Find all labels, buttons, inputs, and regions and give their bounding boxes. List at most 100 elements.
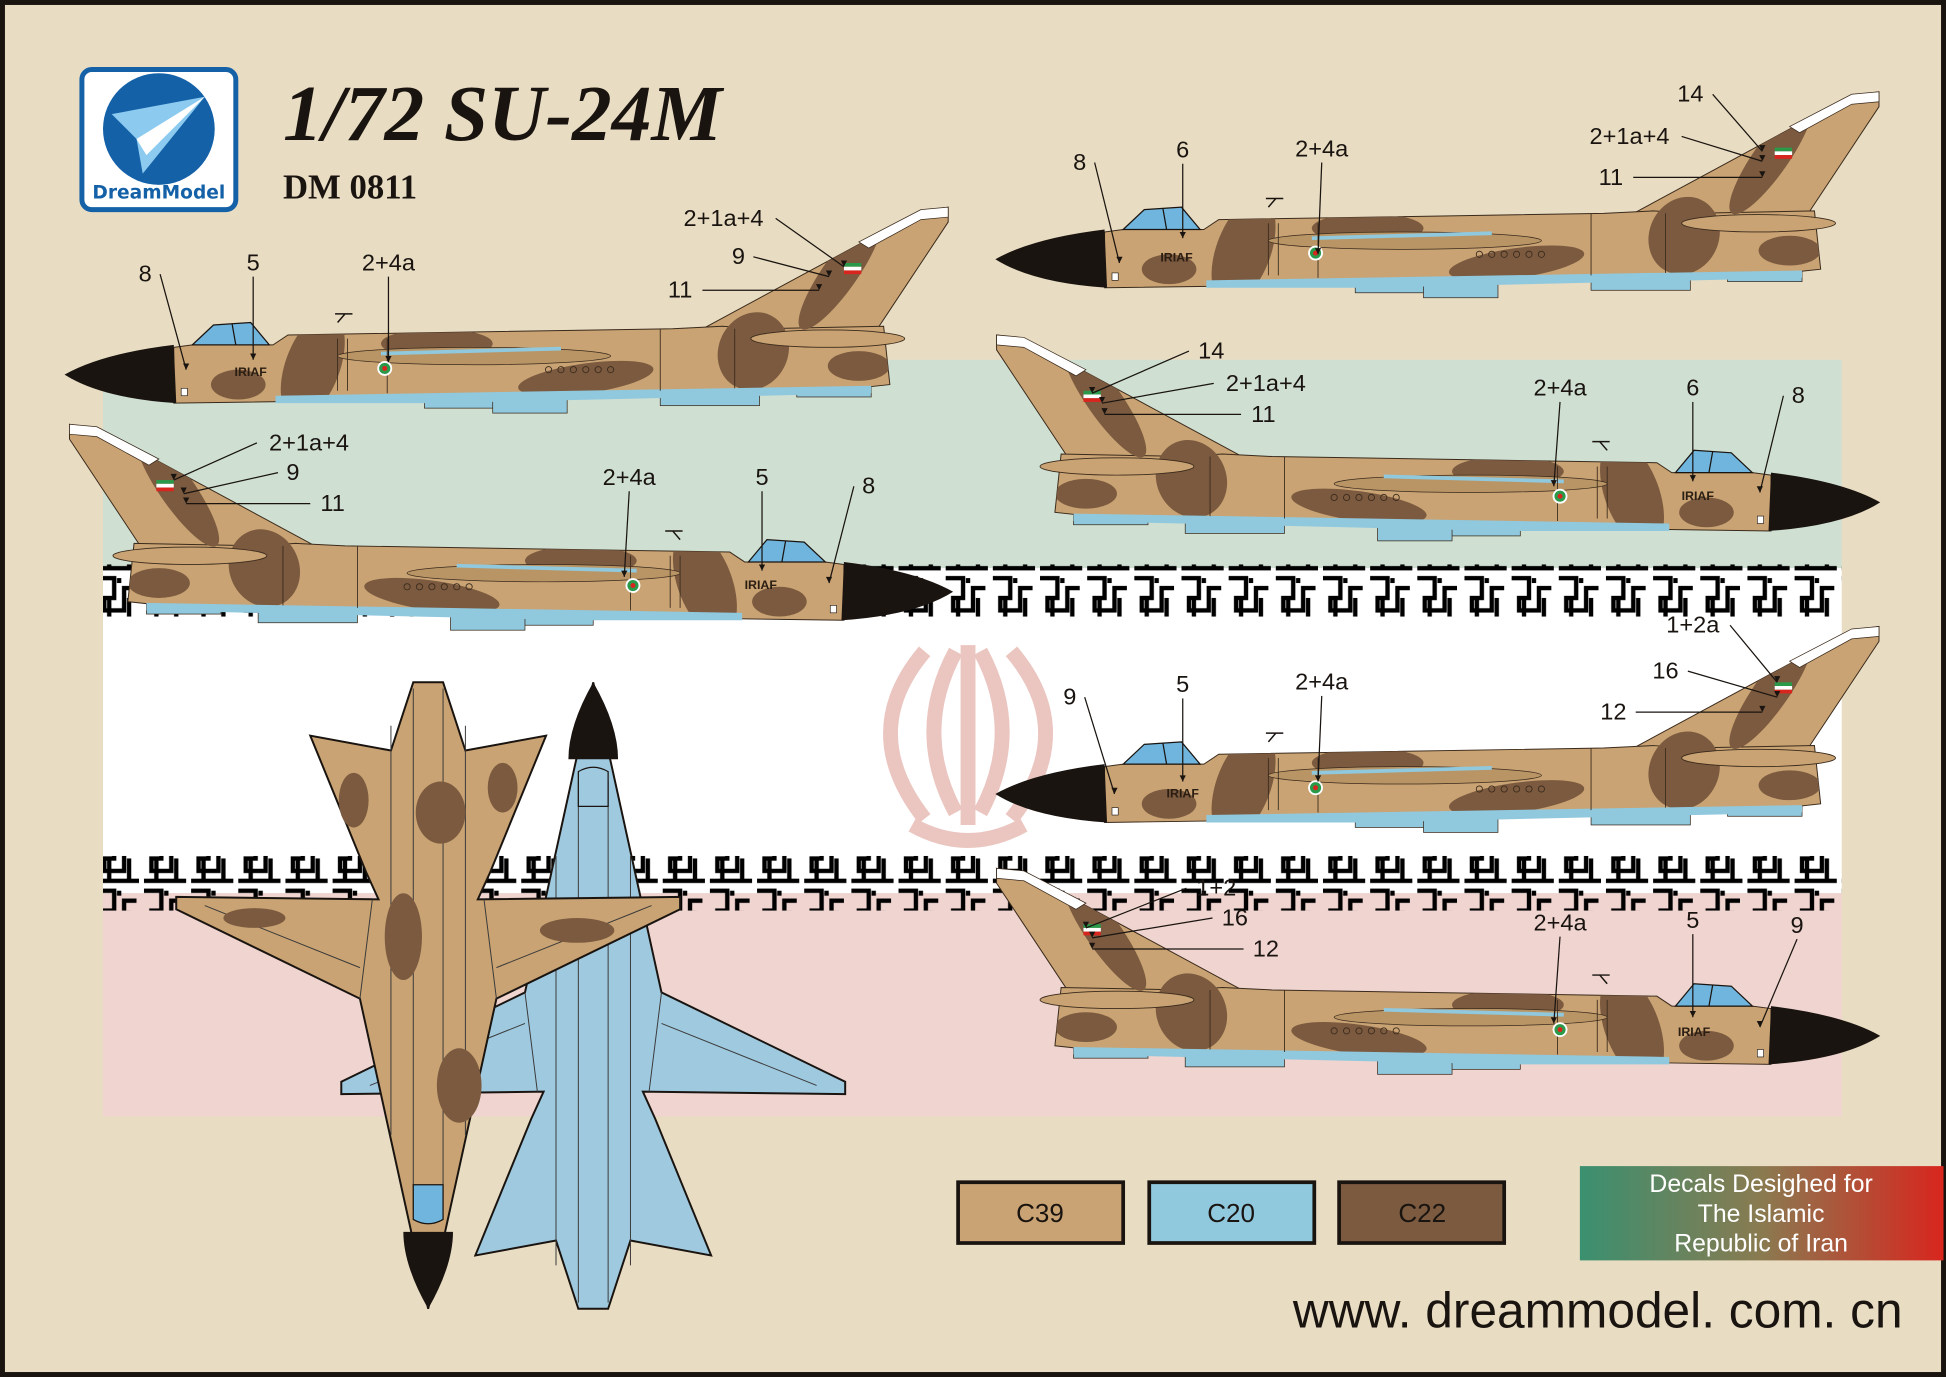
callout-leader-line <box>1712 93 1763 152</box>
decal-callout-label: 2+4a <box>1295 669 1349 695</box>
callout-leader-line <box>1085 887 1187 929</box>
callout-arrowhead-icon <box>1759 171 1766 178</box>
callout-arrowhead-icon <box>1550 1017 1557 1024</box>
website-url: www. dreammodel. com. cn <box>1292 1282 1903 1338</box>
iriaf-marking: IRIAF <box>1167 787 1200 801</box>
callout-arrowhead-icon <box>180 487 187 494</box>
callout-arrowhead-icon <box>183 363 190 370</box>
banner-line-3: Republic of Iran <box>1674 1231 1848 1258</box>
catalog-number: DM 0811 <box>283 167 417 206</box>
callout-arrowhead-icon <box>1759 705 1766 713</box>
iriaf-marking: IRIAF <box>1678 1025 1711 1039</box>
callout-arrowhead-icon <box>1314 775 1322 782</box>
decal-callout-label: 2+1a+4 <box>684 205 764 231</box>
decal-callout-label: 14 <box>1198 338 1224 364</box>
decal-callout-label: 5 <box>1686 907 1699 933</box>
decal-callout-label: 9 <box>1791 912 1804 938</box>
callout-leader-line <box>828 486 855 584</box>
callout-arrowhead-icon <box>170 473 177 481</box>
callout-leader-line <box>775 217 845 268</box>
logo-text: DreamModel <box>92 182 225 203</box>
callout-arrowhead-icon <box>621 570 628 577</box>
decal-callout-label: 6 <box>1176 137 1189 163</box>
callout-arrowhead-icon <box>1314 248 1322 255</box>
callout-leader-line <box>173 442 258 481</box>
decal-callout-label: 11 <box>320 490 344 516</box>
callout-leader-line <box>1687 670 1778 698</box>
callout-leader-line <box>159 273 187 370</box>
callout-arrowhead-icon <box>825 270 833 277</box>
callout-leader-line <box>1317 162 1323 255</box>
dreammodel-logo: DreamModel <box>79 66 239 213</box>
callout-leader-line <box>1092 917 1213 939</box>
callout-arrowhead-icon <box>1111 787 1118 794</box>
callout-arrowhead-icon <box>250 353 257 360</box>
banner-line-1: Decals Desighed for <box>1649 1171 1872 1198</box>
callout-arrowhead-icon <box>825 576 833 584</box>
decal-callout-label: 5 <box>247 249 260 275</box>
iran-decals-banner: Decals Desighed for The Islamic Republic… <box>1579 1166 1944 1261</box>
callout-arrowhead-icon <box>1774 676 1781 683</box>
decal-callout-label: 2+1a+4 <box>1226 370 1306 396</box>
swatch-label-c39: C39 <box>1016 1198 1064 1228</box>
callout-leader-line <box>1681 135 1763 162</box>
decal-callout-label: 8 <box>1073 149 1086 175</box>
swatch-c20 <box>1147 1180 1317 1245</box>
callout-arrowhead-icon <box>758 564 766 571</box>
callout-leader-line <box>1553 936 1561 1024</box>
decal-callout-label: 9 <box>732 243 745 269</box>
callout-arrowhead-icon <box>1089 387 1096 394</box>
decal-callout-label: 6 <box>1686 375 1699 401</box>
decal-callout-label: 12 <box>1253 935 1279 961</box>
decal-callout-label: 2+4a <box>1295 135 1349 161</box>
callout-leader-line <box>1101 382 1214 404</box>
decal-callout-label: 2+1a+4 <box>269 429 349 455</box>
color-legend: C39 C20 C22 <box>956 1180 1507 1245</box>
swatch-label-c22: C22 <box>1398 1198 1446 1228</box>
callout-leader-line <box>1759 938 1798 1028</box>
decal-callout-label: 16 <box>1222 904 1248 930</box>
callout-leader-line <box>1759 395 1785 493</box>
callout-arrowhead-icon <box>1098 396 1106 404</box>
callout-arrowhead-icon <box>1756 1020 1763 1028</box>
callout-arrowhead-icon <box>840 260 848 267</box>
callout-arrowhead-icon <box>1759 155 1766 162</box>
callout-leader-line <box>1317 695 1323 782</box>
decal-callout-label: 8 <box>862 473 875 499</box>
callout-leader-line <box>1553 401 1561 487</box>
callout-leader-line <box>753 256 830 278</box>
callout-leader-line <box>1091 350 1190 394</box>
decal-callout-label: 11 <box>668 277 692 303</box>
callout-arrowhead-icon <box>1116 256 1123 263</box>
decal-callout-label: 2+1a+4 <box>1590 123 1670 149</box>
callout-arrowhead-icon <box>1756 486 1763 493</box>
decal-callout-label: 11 <box>1251 401 1275 427</box>
callout-leader-line <box>1094 162 1121 264</box>
decal-callout-label: 8 <box>1792 382 1805 408</box>
decal-callout-label: 14 <box>1677 81 1703 107</box>
iriaf-marking: IRIAF <box>745 578 778 592</box>
callout-arrowhead-icon <box>1689 1011 1696 1018</box>
page-title: 1/72 SU-24M <box>283 70 724 158</box>
decal-callout-label: 9 <box>1063 684 1076 710</box>
decal-callout-label: 12 <box>1600 699 1626 725</box>
callout-arrowhead-icon <box>1550 480 1557 487</box>
decal-callout-label: 2+4a <box>1533 909 1587 935</box>
callout-arrowhead-icon <box>1089 942 1096 950</box>
decal-callout-label: 9 <box>286 459 299 485</box>
callout-arrowhead-icon <box>1101 408 1108 415</box>
swatch-c22 <box>1337 1180 1507 1245</box>
callout-arrowhead-icon <box>1179 231 1186 239</box>
decal-callout-label: 5 <box>1176 671 1189 697</box>
callout-arrowhead-icon <box>1089 931 1096 938</box>
decal-callout-label: 1+2 <box>1196 875 1236 901</box>
iriaf-marking: IRIAF <box>1682 489 1715 503</box>
decal-callout-label: 1+2a <box>1666 612 1720 638</box>
decal-callout-label: 5 <box>755 464 768 490</box>
decal-callout-label: 11 <box>1599 164 1623 190</box>
callout-arrowhead-icon <box>1179 775 1186 782</box>
decal-callout-label: 16 <box>1652 658 1678 684</box>
swatch-label-c20: C20 <box>1207 1198 1255 1228</box>
banner-line-2: The Islamic <box>1698 1201 1825 1228</box>
